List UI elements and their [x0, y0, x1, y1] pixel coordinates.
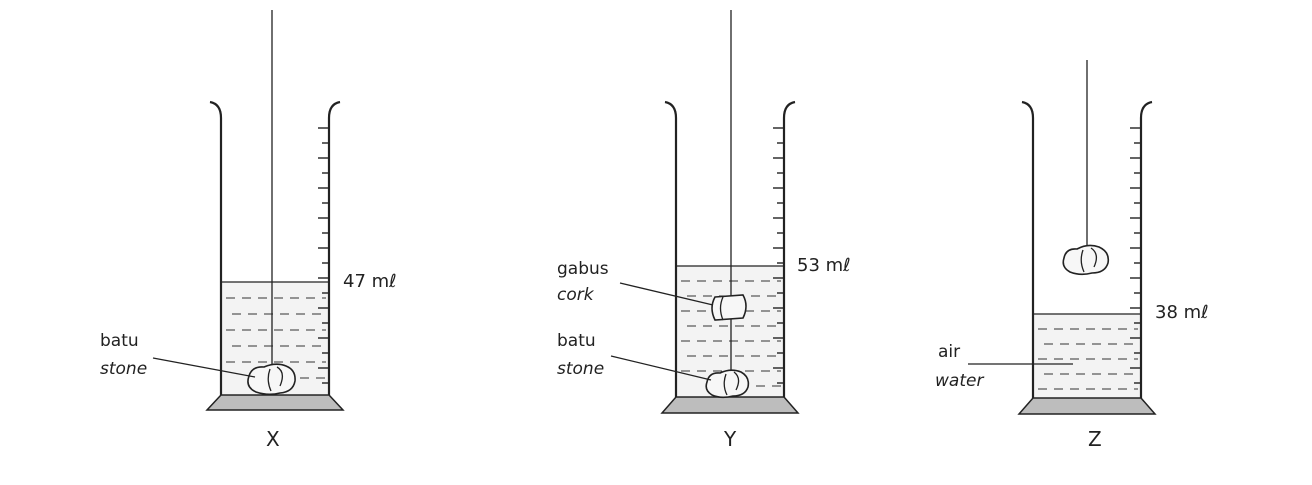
- water-z-label-english: water: [935, 371, 984, 391]
- stone-x: [247, 363, 296, 396]
- stone-y-pointer: [610, 355, 712, 381]
- cork-y: [711, 294, 747, 321]
- scale-z: [1130, 127, 1141, 384]
- volume-label-z: 38 mℓ: [1155, 302, 1209, 323]
- cork-y-label-malay: gabus: [557, 259, 609, 279]
- cork-y-label-english: cork: [557, 285, 595, 305]
- beaker-z: [1017, 60, 1157, 415]
- stone-x-label-malay: batu: [100, 331, 139, 351]
- stone-x-pointer: [152, 357, 256, 378]
- beaker-z-right-wall: [1139, 100, 1153, 398]
- volume-label-y: 53 mℓ: [797, 255, 851, 276]
- beaker-x-right-wall: [327, 100, 341, 395]
- caption-z: Z: [1088, 427, 1102, 451]
- stone-y-label-english: stone: [557, 359, 604, 379]
- stone-y-label-malay: batu: [557, 331, 596, 351]
- scale-y: [773, 127, 784, 384]
- caption-y: Y: [723, 427, 737, 451]
- water-z-callout: air water: [935, 342, 1073, 391]
- cork-y-callout: gabus cork: [557, 259, 714, 306]
- water-x-dashes: [226, 297, 326, 379]
- beaker-y: [660, 10, 800, 414]
- beaker-y-left-wall: [664, 100, 678, 397]
- water-z-dashes: [1038, 328, 1138, 390]
- beaker-z-left-wall: [1021, 100, 1035, 398]
- cork-y-pointer: [619, 282, 714, 306]
- beaker-y-base: [660, 396, 800, 414]
- stone-x-label-english: stone: [100, 359, 147, 379]
- beaker-x-left-wall: [209, 100, 223, 395]
- water-z-label-malay: air: [938, 342, 960, 362]
- stone-z: [1062, 244, 1110, 276]
- scale-x: [318, 127, 329, 384]
- beaker-z-base: [1017, 397, 1157, 415]
- stone-x-callout: batu stone: [100, 331, 256, 379]
- caption-x: X: [266, 427, 280, 451]
- stone-y-callout: batu stone: [557, 331, 712, 381]
- volume-label-x: 47 mℓ: [343, 271, 397, 292]
- beaker-x: [205, 10, 345, 411]
- beaker-x-base: [205, 394, 345, 411]
- water-z: [1033, 314, 1141, 398]
- beaker-y-right-wall: [782, 100, 796, 397]
- stone-y: [705, 369, 750, 399]
